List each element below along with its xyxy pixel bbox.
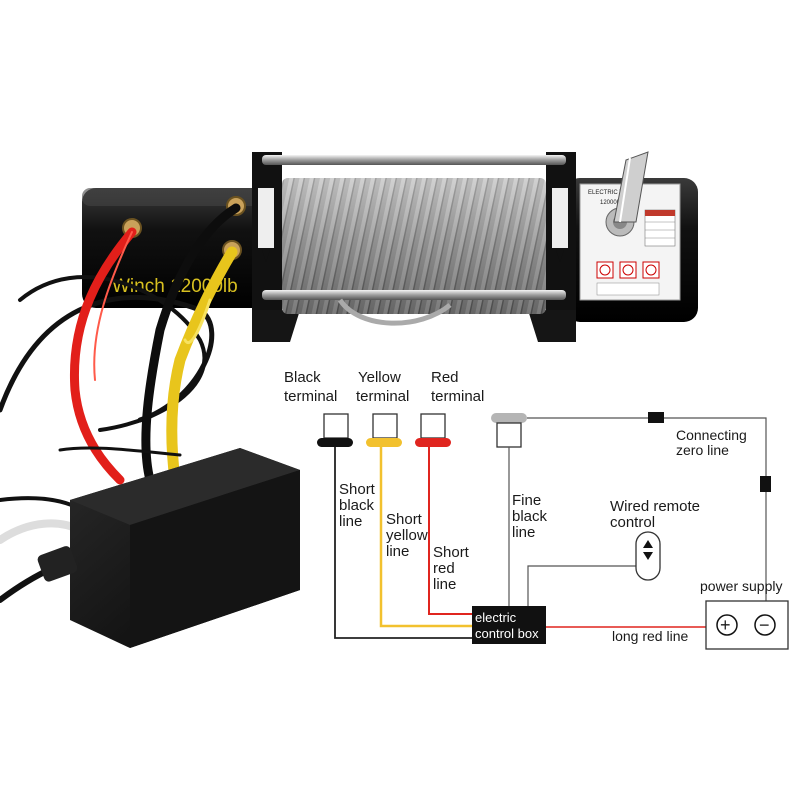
- electric-control-box: electric control box: [472, 606, 546, 644]
- power-supply-label: power supply: [700, 578, 783, 594]
- remote-control-wire: [527, 565, 636, 606]
- down-arrow-icon: [643, 552, 653, 560]
- short-red-wire: [428, 447, 472, 615]
- winch-wire-harness: [0, 203, 241, 603]
- power-supply: + −: [705, 600, 789, 650]
- zero-line-splice-right: [760, 476, 771, 492]
- warning-icon: [619, 261, 637, 279]
- negative-terminal-icon: [754, 614, 776, 636]
- up-arrow-icon: [643, 540, 653, 548]
- wired-remote-label: Wired remote control: [610, 498, 704, 531]
- control-box-illustration: [37, 448, 300, 648]
- short-black-wire: [334, 447, 472, 639]
- red-terminal-label: Red terminal: [431, 369, 484, 405]
- yellow-terminal-connector: [366, 413, 402, 447]
- positive-terminal-icon: [716, 614, 738, 636]
- zero-line-splice-top: [648, 412, 664, 423]
- red-terminal-connector: [415, 413, 451, 447]
- wired-remote-control: [635, 531, 661, 581]
- black-terminal-label: Black terminal: [284, 369, 337, 405]
- positive-symbol: +: [720, 615, 731, 635]
- winch-illustration: Winch 12000lb ELECTRIC WINCH 12000LBS CE: [82, 151, 698, 342]
- clutch-lever: [605, 151, 649, 237]
- connecting-zero-wire: [527, 417, 767, 602]
- winch-tie-bar-top: [262, 155, 566, 165]
- short-black-line-label: Short black line: [339, 481, 379, 530]
- warning-icon: [642, 261, 660, 279]
- black-terminal-connector: [317, 413, 353, 447]
- winch-plate-text: ELECTRIC WINCH: [588, 190, 640, 196]
- control-box-label: electric control box: [475, 610, 539, 641]
- warning-icon: [596, 261, 614, 279]
- fine-black-connector: [491, 413, 527, 448]
- short-yellow-wire: [379, 447, 472, 628]
- short-red-line-label: Short red line: [433, 544, 473, 593]
- short-yellow-line-label: Short yellow line: [386, 511, 432, 560]
- winch-tie-bar-bottom: [262, 290, 566, 300]
- long-red-line-label: long red line: [612, 628, 688, 644]
- yellow-terminal-label: Yellow terminal: [356, 369, 409, 405]
- negative-symbol: −: [759, 615, 770, 635]
- connecting-zero-line-label: Connecting zero line: [676, 427, 751, 458]
- fine-black-line-label: Fine black line: [512, 492, 551, 541]
